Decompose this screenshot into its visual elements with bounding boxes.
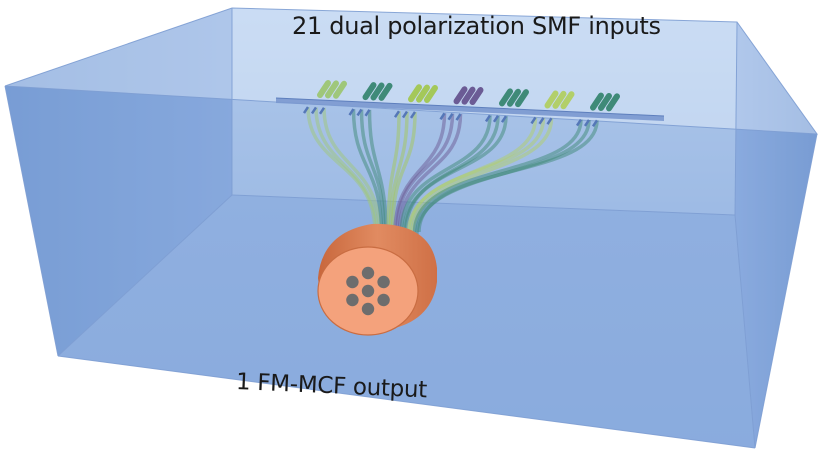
waveguide-inlet	[484, 114, 492, 123]
smf-input-stub	[362, 82, 377, 101]
input-array-bar	[275, 97, 665, 121]
smf-input-stub	[598, 92, 612, 111]
glass-right-edge	[754, 133, 818, 449]
smf-input-stub	[544, 90, 559, 109]
glass-floor-back-edge	[231, 194, 736, 216]
waveguide	[367, 109, 388, 236]
waveguide-inlet	[591, 119, 599, 128]
waveguide	[395, 113, 455, 233]
mcf-core	[361, 302, 375, 316]
smf-input-stub	[378, 82, 393, 101]
glass-bottom-edge	[57, 355, 756, 449]
waveguide-inlet	[302, 106, 310, 114]
waveguide-inlet	[575, 118, 583, 127]
glass-back-right-edge	[734, 21, 738, 216]
glass-floor-left-edge	[57, 194, 233, 357]
waveguide-inlet	[530, 116, 537, 125]
glass-left-edge	[4, 85, 59, 357]
glass-floor-right-edge	[734, 214, 756, 449]
smf-input-stub	[552, 90, 567, 109]
mcf-core	[377, 293, 390, 307]
smf-input-stub	[416, 84, 430, 103]
waveguide-inlet	[492, 115, 500, 123]
waveguide-fan-in	[302, 106, 599, 236]
smf-input-stub	[408, 84, 422, 103]
smf-input-stub	[606, 93, 620, 112]
smf-input-stub	[453, 86, 468, 105]
waveguide	[322, 107, 382, 233]
smf-input-stub	[590, 92, 604, 111]
mcf-core	[361, 266, 375, 280]
mcf-core	[377, 275, 390, 289]
smf-input-stub	[469, 87, 484, 106]
waveguide	[397, 114, 463, 236]
smf-input-stub	[317, 80, 331, 99]
waveguide	[314, 107, 379, 236]
smf-input-stubs	[317, 80, 620, 112]
smf-input-stub	[424, 84, 438, 103]
mcf-core	[361, 284, 375, 298]
smf-input-stub	[560, 91, 575, 110]
waveguide-inlet	[455, 113, 462, 121]
smf-input-stub	[515, 89, 529, 108]
inputs-label: 21 dual polarization SMF inputs	[292, 12, 661, 40]
mcf-core	[346, 293, 359, 307]
waveguide-inlet	[546, 117, 553, 125]
smf-input-stub	[461, 86, 476, 105]
waveguide	[359, 109, 386, 233]
waveguide	[388, 111, 409, 236]
smf-input-stub	[325, 80, 339, 99]
waveguide	[417, 120, 599, 233]
mcf-cores	[346, 266, 390, 316]
waveguide-inlet	[439, 112, 446, 120]
smf-input-stub	[507, 88, 521, 107]
waveguide	[404, 116, 508, 233]
waveguide	[408, 117, 546, 233]
waveguide	[386, 111, 401, 233]
mcf-core	[346, 275, 359, 289]
waveguide-inlet	[310, 106, 318, 115]
waveguide-inlet	[393, 110, 401, 118]
smf-input-stub	[333, 80, 347, 99]
waveguide-inlet	[538, 117, 545, 125]
waveguide-inlet	[447, 112, 454, 121]
waveguide-inlet	[348, 108, 355, 116]
waveguide-inlet	[583, 119, 591, 127]
waveguide	[399, 115, 492, 233]
waveguide	[351, 109, 384, 236]
waveguide	[390, 111, 417, 233]
waveguide-inlet	[356, 108, 363, 117]
waveguide-inlet	[500, 115, 508, 123]
waveguide-inlet	[318, 107, 326, 115]
fm-mcf-fiber	[317, 223, 437, 336]
waveguide-inlet	[364, 109, 371, 117]
smf-input-stub	[370, 82, 385, 101]
waveguide-inlet	[401, 110, 409, 119]
waveguide-inlet	[409, 111, 417, 119]
waveguide	[412, 119, 583, 233]
smf-input-stub	[499, 88, 513, 107]
